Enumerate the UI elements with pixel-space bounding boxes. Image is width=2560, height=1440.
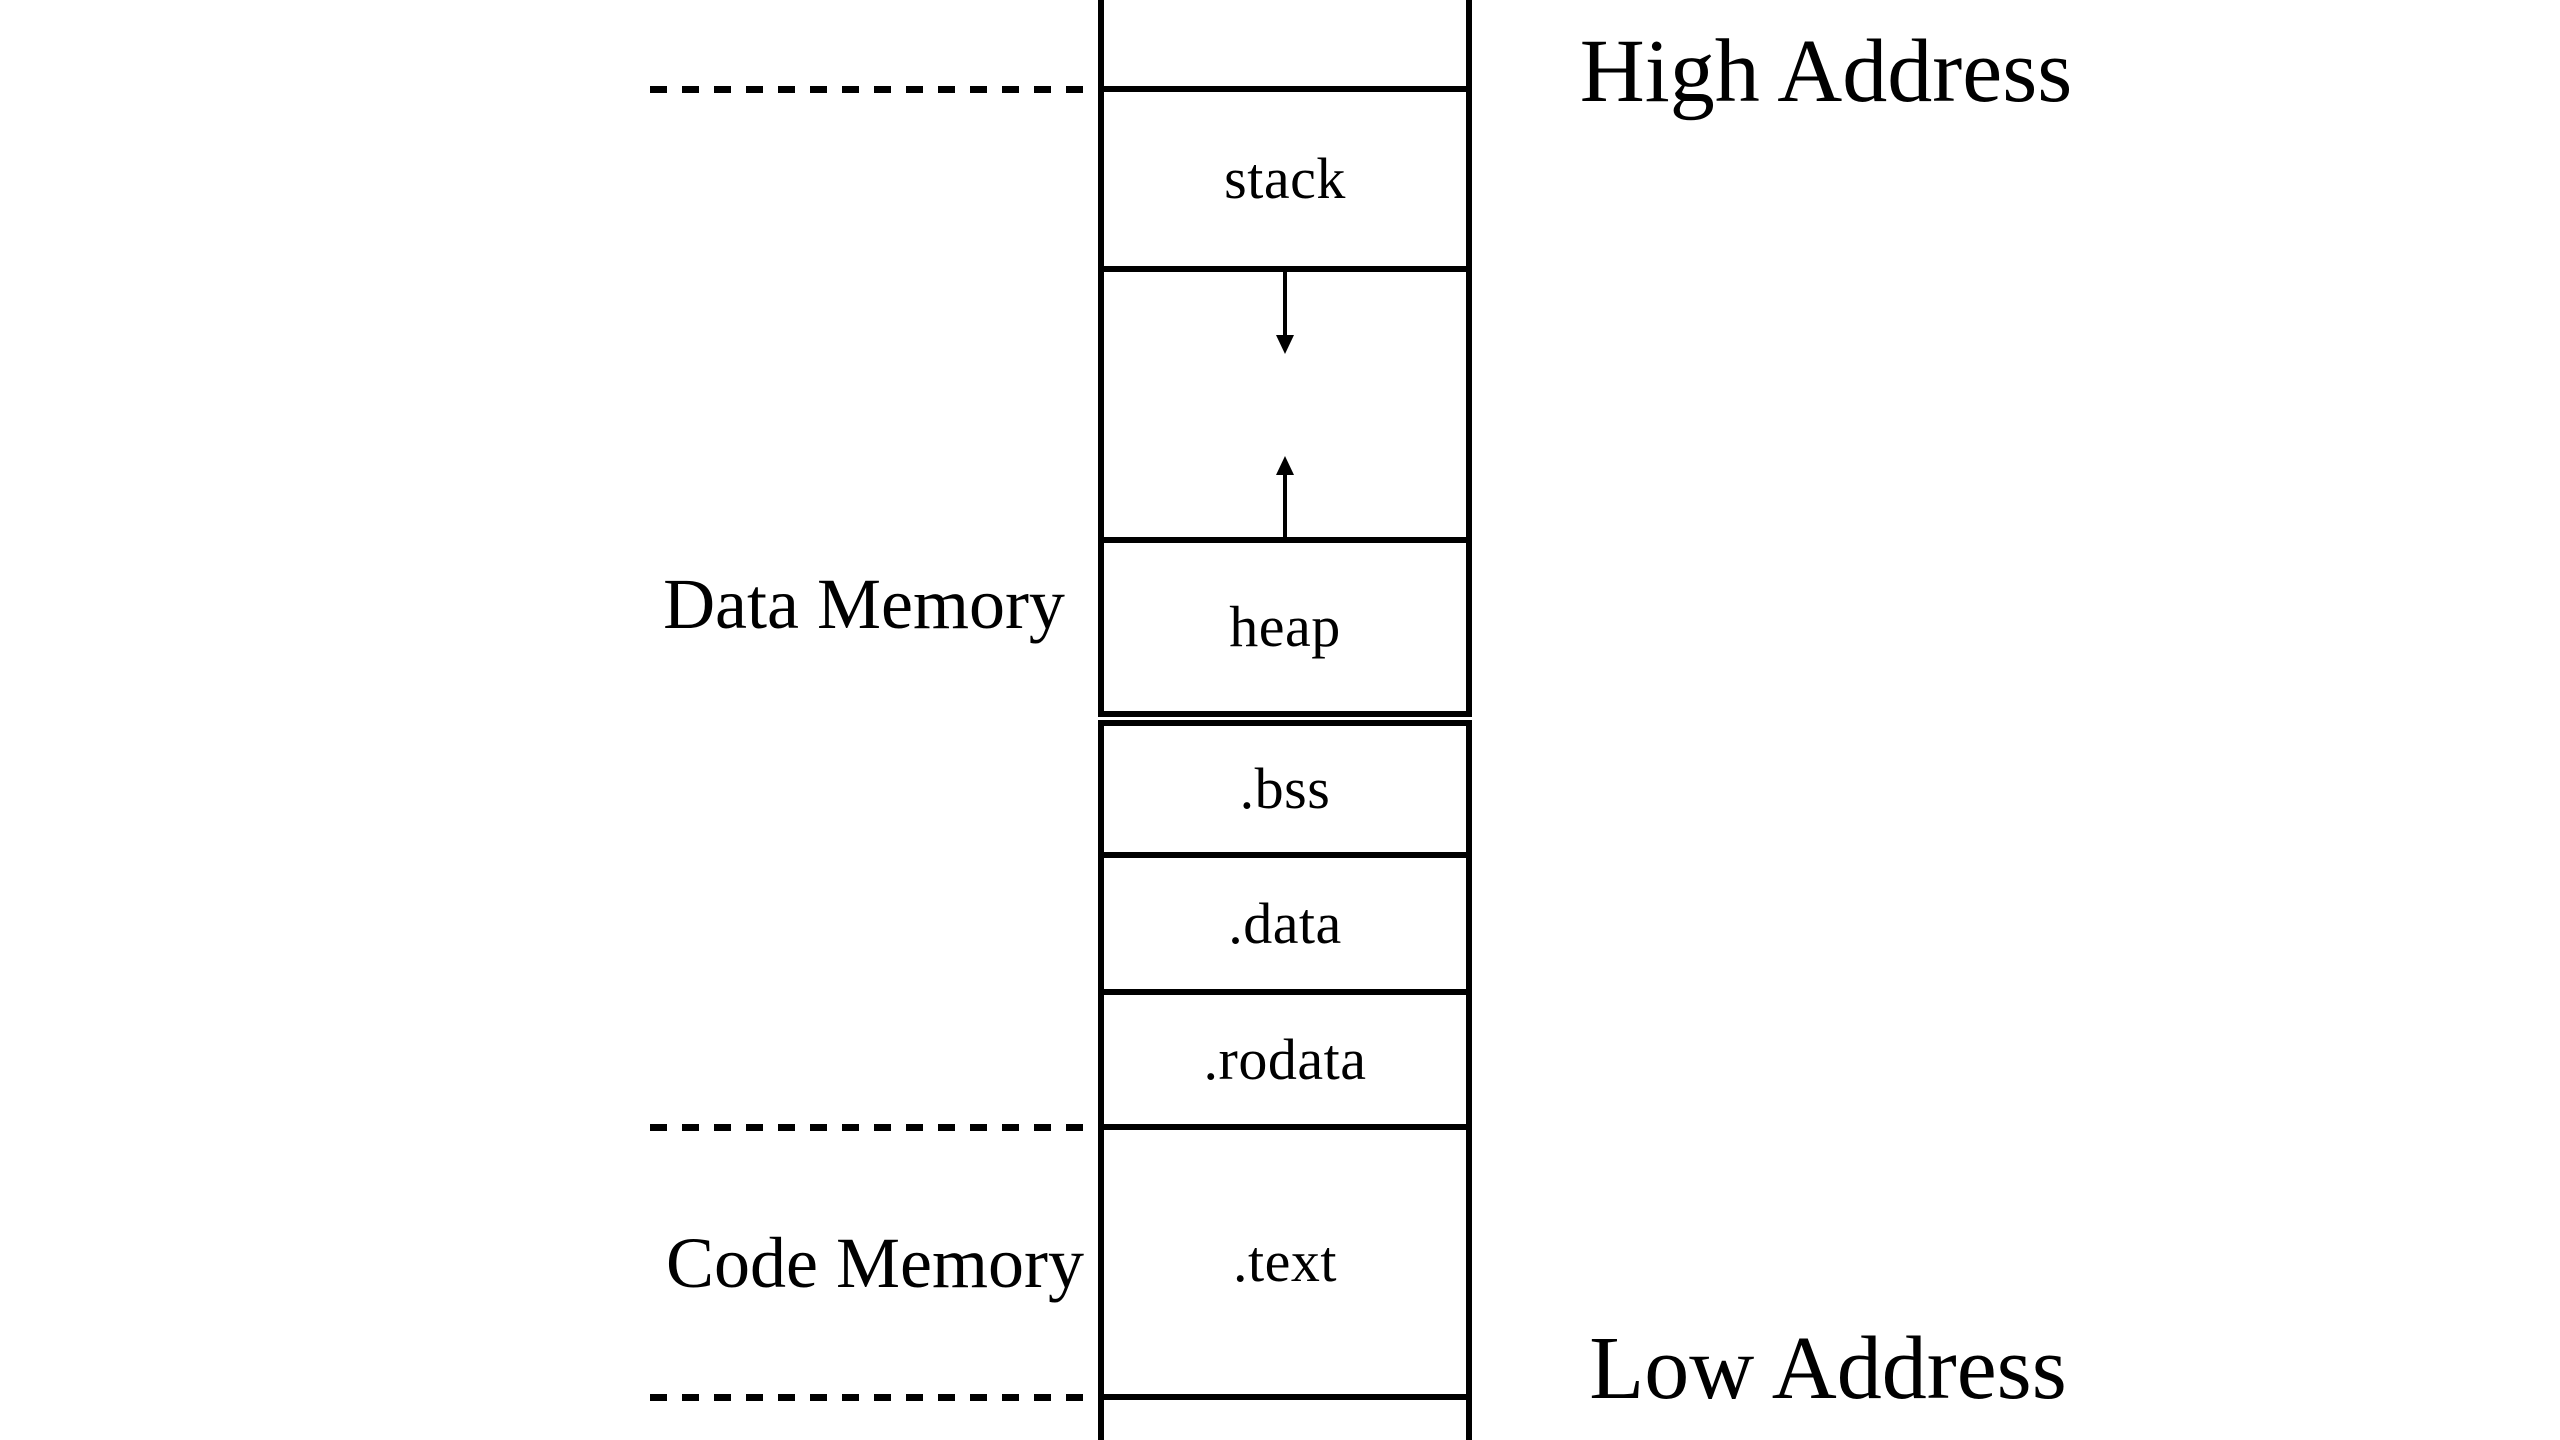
segment-growth-gap <box>1098 266 1472 543</box>
segment-data-label: .data <box>1228 890 1342 956</box>
segment-rodata-label: .rodata <box>1203 1026 1367 1092</box>
segment-data: .data <box>1098 852 1472 995</box>
segment-bss-label: .bss <box>1239 756 1331 821</box>
segment-bss: .bss <box>1098 720 1472 858</box>
dashed-line-data-code-boundary <box>650 1124 1102 1131</box>
segment-text-label: .text <box>1233 1229 1337 1294</box>
segment-stack: stack <box>1098 86 1472 272</box>
data-memory-label: Data Memory <box>663 564 1065 644</box>
low-address-label: Low Address <box>1589 1319 2067 1418</box>
segment-heap: heap <box>1098 537 1472 717</box>
code-memory-label: Code Memory <box>666 1223 1084 1303</box>
segment-text: .text <box>1098 1124 1472 1400</box>
segment-heap-label: heap <box>1229 594 1341 659</box>
segment-top-partial <box>1098 0 1472 92</box>
dashed-line-low-boundary <box>650 1394 1102 1401</box>
dashed-line-high-boundary <box>650 86 1102 93</box>
segment-bottom-partial <box>1098 1394 1472 1440</box>
segment-rodata: .rodata <box>1098 989 1472 1130</box>
high-address-label: High Address <box>1579 22 2073 121</box>
segment-stack-label: stack <box>1224 146 1346 211</box>
